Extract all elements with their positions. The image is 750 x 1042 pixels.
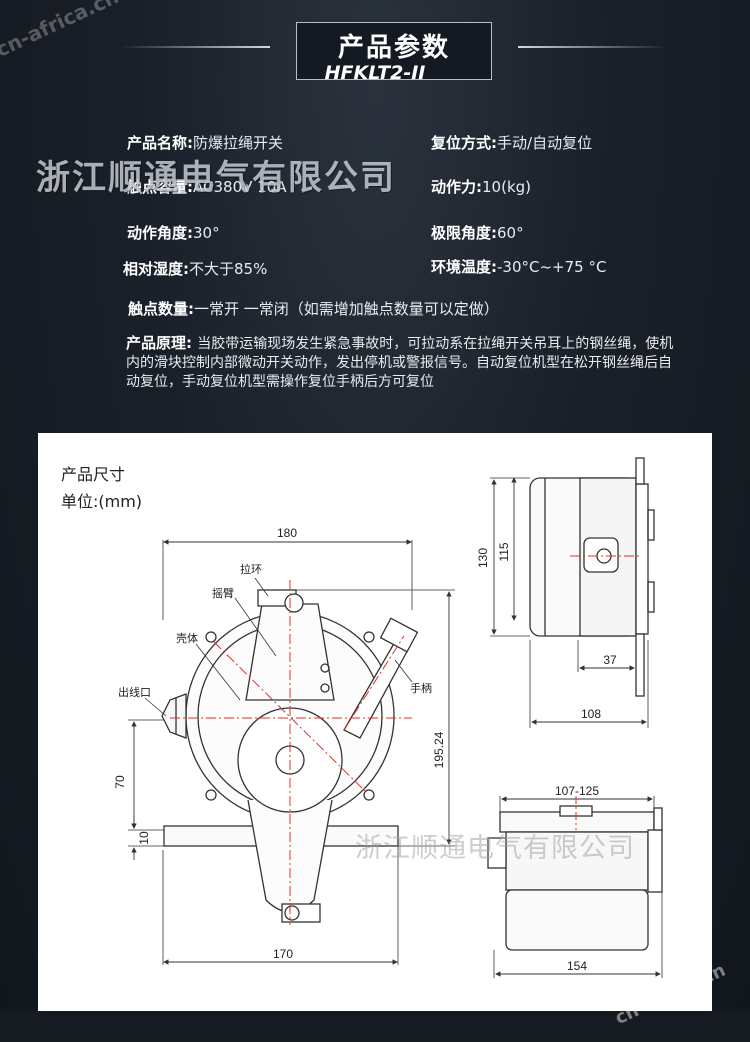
label-handle: 手柄 xyxy=(410,681,432,695)
param-reset: 复位方式:手动/自动复位 xyxy=(431,134,593,152)
dim-front-height: 195.24 xyxy=(432,731,446,768)
param-reset-value: 手动/自动复位 xyxy=(497,134,593,152)
param-capacity: 触点容量:AC380V 10A xyxy=(127,178,287,196)
side-view xyxy=(490,457,655,728)
param-reset-label: 复位方式 xyxy=(431,134,492,152)
param-env-value: -30°C~+75 °C xyxy=(497,258,607,276)
decorative-line-right xyxy=(518,46,668,48)
label-shell: 壳体 xyxy=(176,631,198,645)
param-angle-value: 30° xyxy=(193,224,220,242)
param-env: 环境温度:-30°C~+75 °C xyxy=(431,258,607,276)
param-contacts: 触点数量:一常开 一常闭（如需增加触点数量可以定做） xyxy=(128,300,499,318)
dim-top-width: 107-125 xyxy=(555,784,599,798)
param-name-label: 产品名称 xyxy=(127,134,188,152)
dim-side-37: 37 xyxy=(603,653,617,667)
dim-side-108: 108 xyxy=(581,707,601,721)
product-principle: 产品原理: 当胶带运输现场发生紧急事故时，可拉动系在拉绳开关吊耳上的钢丝绳，使机… xyxy=(126,334,674,390)
param-env-label: 环境温度 xyxy=(431,258,492,276)
principle-label: 产品原理 xyxy=(126,334,187,352)
param-name: 产品名称:防爆拉绳开关 xyxy=(127,134,284,152)
label-outlet: 出线口 xyxy=(118,685,151,699)
param-name-value: 防爆拉绳开关 xyxy=(193,134,284,152)
front-view xyxy=(128,539,455,965)
param-limit: 极限角度:60° xyxy=(431,224,524,242)
dim-front-bottom: 170 xyxy=(273,947,293,961)
param-limit-value: 60° xyxy=(497,224,524,242)
principle-text: 当胶带运输现场发生紧急事故时，可拉动系在拉绳开关吊耳上的钢丝绳，使机内的滑块控制… xyxy=(126,336,674,390)
dim-front-base: 10 xyxy=(137,831,151,845)
label-ring: 拉环 xyxy=(240,562,262,576)
dim-front-top: 180 xyxy=(277,526,297,540)
param-capacity-value: AC380V 10A xyxy=(193,178,287,196)
top-view xyxy=(487,796,663,978)
param-contacts-label: 触点数量 xyxy=(128,300,189,318)
drawing-title: 产品尺寸 xyxy=(61,465,126,484)
param-angle-label: 动作角度 xyxy=(127,224,188,242)
company-watermark: 浙江顺通电气有限公司 xyxy=(36,158,396,198)
param-force: 动作力:10(kg) xyxy=(431,178,532,196)
model-number: HFKLT2-II xyxy=(324,62,426,84)
decorative-line-left xyxy=(120,46,270,48)
drawing-unit: 单位:(mm) xyxy=(61,492,143,511)
dim-top-bottom: 154 xyxy=(567,959,587,973)
dim-side-115: 115 xyxy=(497,542,511,561)
drawing-company-watermark: 浙江顺通电气有限公司 xyxy=(355,833,635,864)
param-contacts-value: 一常开 一常闭（如需增加触点数量可以定做） xyxy=(194,300,499,318)
param-humidity-value: 不大于85% xyxy=(189,260,268,278)
param-force-label: 动作力 xyxy=(431,178,477,196)
dim-front-outlet: 70 xyxy=(113,775,127,789)
param-capacity-label: 触点容量 xyxy=(127,178,188,196)
title-box: 产品参数 xyxy=(296,22,492,80)
page-title: 产品参数 xyxy=(337,33,450,63)
param-humidity: 相对湿度:不大于85% xyxy=(123,260,268,278)
label-arm: 摇臂 xyxy=(212,586,234,600)
param-angle: 动作角度:30° xyxy=(127,224,220,242)
param-humidity-label: 相对湿度 xyxy=(123,260,184,278)
param-limit-label: 极限角度 xyxy=(431,224,492,242)
dim-side-130: 130 xyxy=(476,548,490,568)
param-force-value: 10(kg) xyxy=(482,178,532,196)
bottom-strip xyxy=(0,1011,750,1042)
